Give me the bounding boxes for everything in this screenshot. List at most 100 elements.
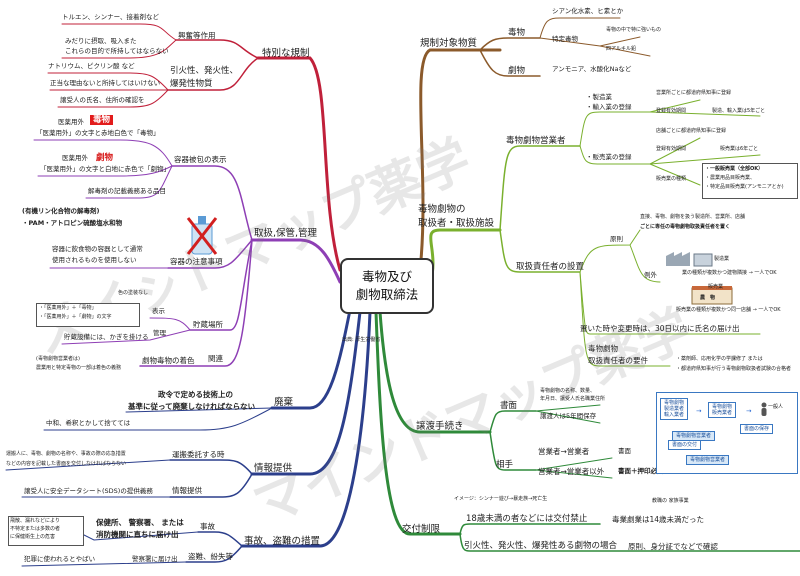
branch-transfer-doc-2 bbox=[535, 410, 601, 424]
flammable-item-2: 正当な理由ないと所持してはいけない bbox=[50, 79, 161, 87]
branch-special-fire-1 bbox=[47, 72, 169, 91]
branch-business-exception bbox=[629, 244, 661, 283]
subtopic-container-label[interactable]: 容器被包の表示 bbox=[174, 155, 227, 164]
branch-disposal bbox=[270, 308, 352, 410]
flow-seller-box: 毒物劇物販売業者 bbox=[708, 402, 737, 418]
requirement-2: ・都道府県知事が行う毒物劇物取扱者試験の合格者 bbox=[676, 366, 792, 372]
topic-targets[interactable]: 規制対象物質 bbox=[420, 38, 478, 49]
topic-disposal[interactable]: 廃棄 bbox=[274, 397, 294, 408]
target-deleterious[interactable]: 劇物 bbox=[508, 66, 526, 76]
subtopic-flammable[interactable]: 引火性、発火性、 bbox=[170, 66, 239, 76]
accident-note-1: 飛散、漏れなどにより bbox=[10, 518, 60, 524]
storage-lock: 貯蔵設備には、かぎを掛ける bbox=[64, 333, 149, 341]
seller-type-2: ・農業用品目販売業、 bbox=[705, 175, 756, 181]
caution-line-1: 容器に飲食物の容器として通常 bbox=[52, 245, 143, 253]
flow-deliver: 書面の交付 bbox=[668, 440, 702, 450]
storage-manage: 管理 bbox=[153, 329, 166, 337]
topic-special[interactable]: 特別な規制 bbox=[262, 48, 310, 59]
flow-seller-1: 毒物劇物 bbox=[712, 404, 733, 410]
branch-special-stim bbox=[175, 39, 259, 59]
manager-exception: 例外 bbox=[644, 271, 657, 279]
transfer-document[interactable]: 書面 bbox=[500, 401, 518, 411]
store-sign: 農 物 bbox=[700, 295, 716, 301]
caution-line-2: 使用されるものを使用しない bbox=[52, 256, 137, 264]
branch-business-seller-1 bbox=[649, 137, 701, 165]
restriction-under18: 18歳未満の者などには交付禁止 bbox=[466, 514, 588, 524]
branch-storage-antidote bbox=[85, 165, 173, 199]
subtopic-manager[interactable]: 取扱責任者の設置 bbox=[516, 262, 585, 272]
transport-rule-2: などの内容を記載した書面を交付しなければならない bbox=[6, 461, 127, 467]
stimulant-item-1: トルエン、シンナー、接着剤など bbox=[62, 13, 160, 21]
seller-type-1: ・一般販売業（全部OK） bbox=[705, 166, 764, 172]
topic-info[interactable]: 情報提供 bbox=[254, 463, 293, 474]
storage-label-box bbox=[36, 303, 140, 327]
central-title-line1: 毒物及び bbox=[361, 268, 412, 284]
branch-storage-color bbox=[139, 239, 253, 367]
branch-restriction-fire bbox=[459, 533, 800, 552]
maker-registration: 営業所ごとに都道府県知事に登録 bbox=[656, 90, 732, 96]
poison-label-rule: 「医薬用外」の文字と赤地白色で「毒物」 bbox=[36, 129, 160, 137]
subtopic-stimulant[interactable]: 興奮等作用 bbox=[178, 31, 216, 40]
subtopic-accident[interactable]: 事故 bbox=[200, 522, 215, 531]
topic-accident[interactable]: 事故、盗難の措置 bbox=[244, 536, 321, 547]
topic-business-1[interactable]: 毒物劇物の bbox=[418, 204, 466, 215]
partner-case-2: 営業者→営業者以外 bbox=[538, 467, 605, 476]
no-paint-note: 色の塗装なし bbox=[118, 290, 149, 296]
poison-item-4: 四アルキル鉛 bbox=[606, 46, 636, 52]
subtopic-provide[interactable]: 情報提供 bbox=[172, 486, 202, 495]
seller-types-label: 販売業の種類 bbox=[656, 176, 687, 182]
flow-maker-3: 輸入業者 bbox=[664, 412, 685, 418]
restriction-fire-rule: 原則、身分証でなどで確認 bbox=[628, 542, 718, 551]
transfer-partner[interactable]: 相手 bbox=[496, 460, 514, 470]
factory-icon bbox=[666, 252, 713, 267]
branch-business bbox=[428, 228, 502, 286]
restriction-note: イメージ：シンナー遊び→暴走族→死亡生 bbox=[454, 496, 548, 502]
antidote-organo-1: (有機リン化合物の解毒剤) bbox=[22, 207, 100, 215]
topic-storage[interactable]: 取扱,保管,管理 bbox=[254, 228, 318, 239]
subtopic-coloring[interactable]: 劇物毒物の着色 bbox=[142, 356, 195, 365]
seller-registration-title: ・販売業の登録 bbox=[586, 153, 632, 161]
store-icon bbox=[691, 286, 733, 305]
topic-business-2: 取扱者・取扱施設 bbox=[418, 218, 495, 229]
central-topic[interactable]: 毒物及び劇物取締法 bbox=[340, 258, 434, 314]
branch-targets-poison-1 bbox=[539, 17, 621, 39]
branch-targets-poison bbox=[479, 37, 541, 51]
maker-line-1: ・製造業 bbox=[586, 93, 612, 101]
subtopic-container-caution[interactable]: 容器の注意事項 bbox=[170, 257, 223, 266]
seller-type-3: ・特定品目販売業(アンモニアとか) bbox=[705, 184, 784, 190]
branch-storage-place-2 bbox=[149, 317, 191, 331]
subtopic-transport[interactable]: 運搬委託する時 bbox=[172, 450, 225, 459]
flow-maker-1: 毒物劇物 bbox=[664, 400, 685, 406]
branch-business-maker bbox=[579, 111, 651, 147]
branch-restriction bbox=[374, 310, 462, 536]
branch-special-stim-2 bbox=[61, 39, 177, 59]
branch-special bbox=[256, 56, 342, 272]
topic-restriction[interactable]: 交付制限 bbox=[402, 524, 441, 535]
branch-targets-poison-4 bbox=[599, 45, 651, 57]
subtopic-theft[interactable]: 盗難、紛失等 bbox=[188, 552, 233, 561]
target-poison[interactable]: 毒物 bbox=[508, 28, 526, 38]
deleterious-label-prefix: 医薬用外 bbox=[62, 154, 88, 162]
maker-valid-label: 登録有効期間 bbox=[656, 108, 687, 114]
seller-valid-label: 登録有効期間 bbox=[656, 146, 687, 152]
branch-transfer-doc bbox=[489, 410, 537, 433]
branch-disposal-method bbox=[43, 407, 273, 431]
subtopic-storage-place[interactable]: 貯蔵場所 bbox=[193, 320, 223, 329]
accident-note-box bbox=[8, 516, 84, 546]
branch-info-transport-1 bbox=[5, 459, 171, 471]
coloring-note-2: 農業用と特定毒物の一部は着色の義務 bbox=[36, 365, 122, 371]
branch-restriction-under18 bbox=[459, 523, 601, 535]
shop-tag-manufacturer: 製造業 bbox=[714, 256, 730, 262]
poison-item-3: 毒物の中で特に強いもの bbox=[606, 27, 662, 33]
flow-seller-2: 販売業者 bbox=[712, 410, 733, 416]
topic-transfer[interactable]: 譲渡手続き bbox=[416, 421, 464, 432]
branch-storage-place-3 bbox=[61, 329, 191, 345]
requirement-title-1[interactable]: 毒物劇物 bbox=[588, 344, 618, 353]
disposal-policy-2: 基準に従って廃棄しなければならない bbox=[128, 402, 256, 411]
branch-business-seller bbox=[579, 145, 651, 165]
branch-special-fire bbox=[167, 57, 259, 91]
subtopic-operator[interactable]: 毒物劇物営業者 bbox=[506, 136, 566, 146]
branch-accident bbox=[240, 310, 372, 548]
poison-label-prefix: 医薬用外 bbox=[58, 118, 84, 126]
